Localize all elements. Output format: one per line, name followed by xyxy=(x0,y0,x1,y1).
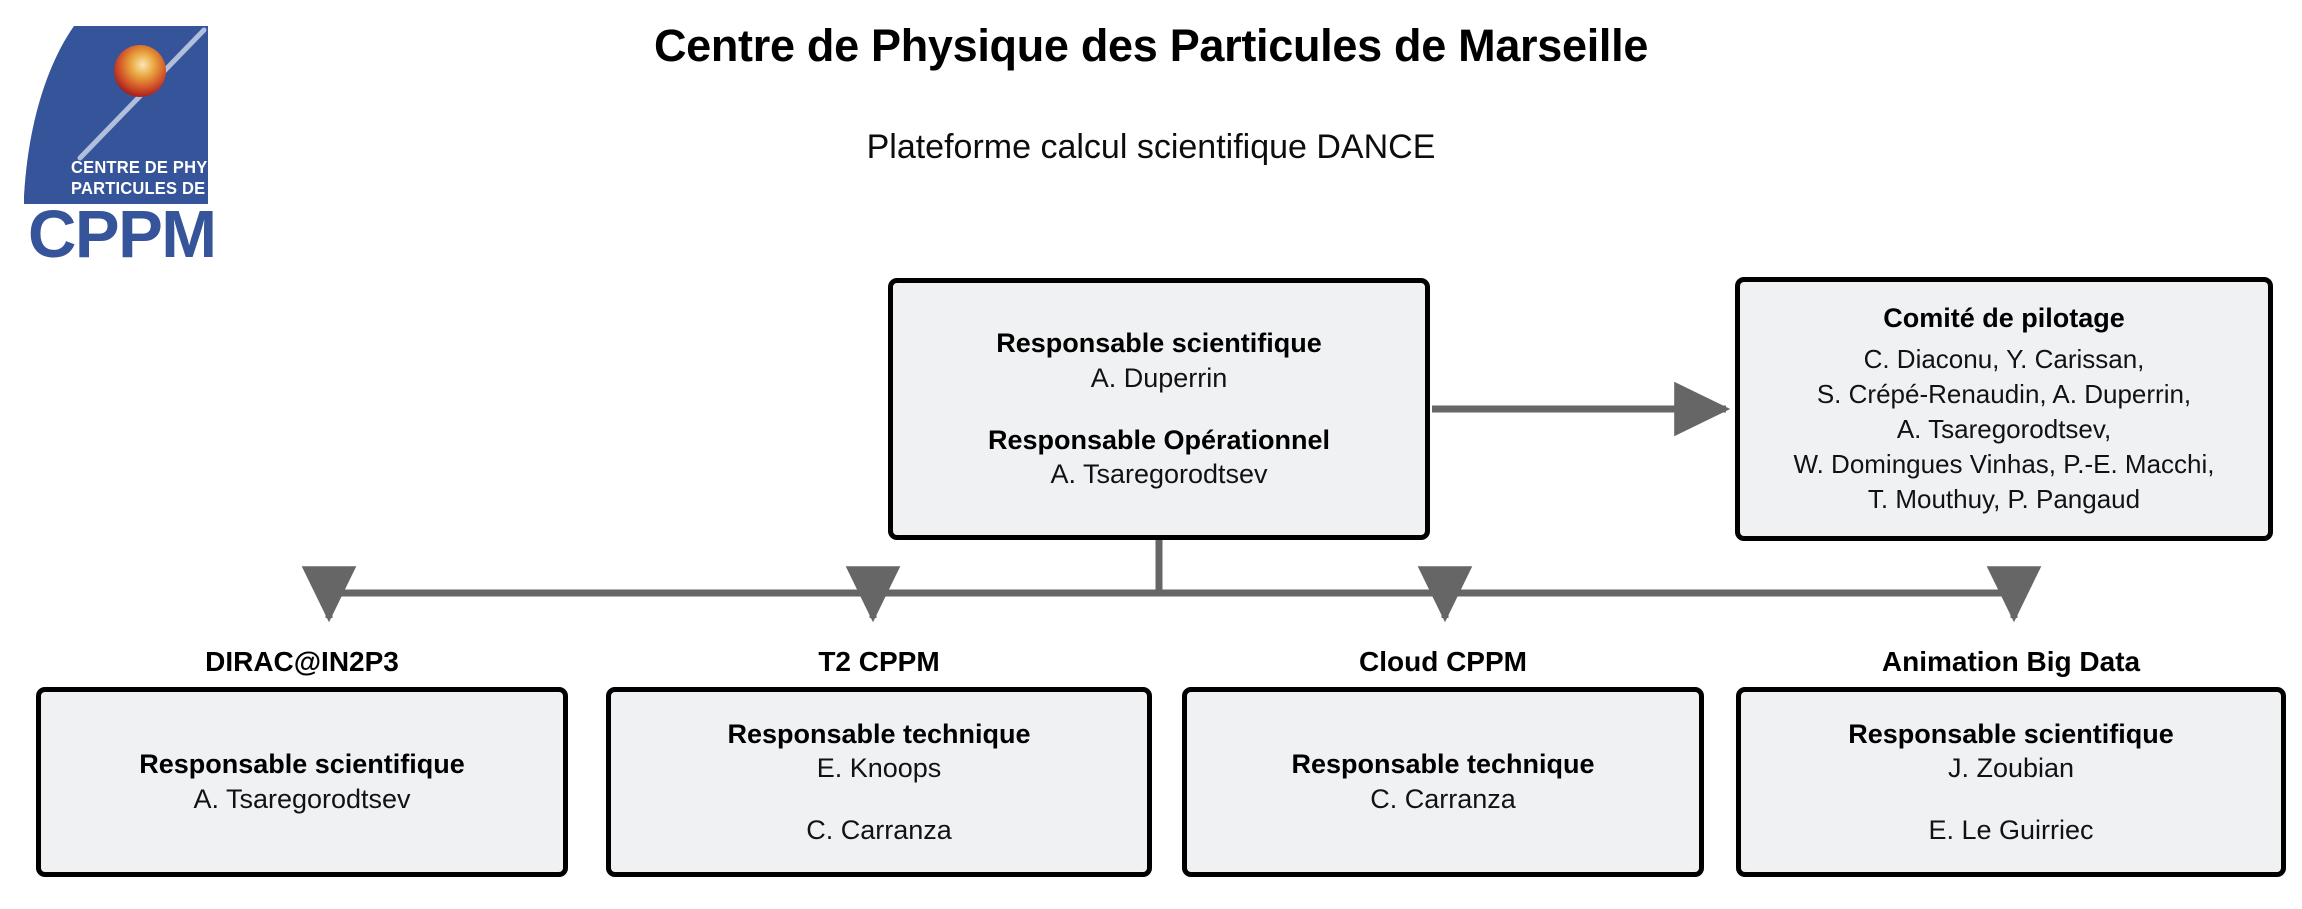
unit-column-bigdata: Animation Big Data Responsable scientifi… xyxy=(1736,645,2286,877)
committee-title: Comité de pilotage xyxy=(1883,302,2125,333)
unit-box-t2[interactable]: Responsable technique E. Knoops C. Carra… xyxy=(606,687,1152,877)
unit-role-t2: Responsable technique xyxy=(727,718,1031,749)
unit-column-dirac: DIRAC@IN2P3 Responsable scientifique A. … xyxy=(36,645,568,877)
unit-person-cloud: C. Carranza xyxy=(1370,784,1516,814)
committee-member-line: C. Diaconu, Y. Carissan, xyxy=(1863,343,2145,374)
page-subtitle: Plateforme calcul scientifique DANCE xyxy=(866,128,1436,166)
unit-label-cloud: Cloud CPPM xyxy=(1359,646,1527,677)
unit-column-t2: T2 CPPM Responsable technique E. Knoops … xyxy=(606,645,1152,877)
unit-box-cloud[interactable]: Responsable technique C. Carranza xyxy=(1182,687,1704,877)
steering-committee-box[interactable]: Comité de pilotage C. Diaconu, Y. Cariss… xyxy=(1735,277,2273,541)
central-person-operational: A. Tsaregorodtsev xyxy=(1050,459,1268,490)
central-role-scientific: Responsable scientifique xyxy=(996,328,1322,359)
page-title: Centre de Physique des Particules de Mar… xyxy=(653,20,1649,71)
unit-label-dirac: DIRAC@IN2P3 xyxy=(205,646,399,677)
unit-label-t2: T2 CPPM xyxy=(818,646,940,677)
committee-member-line: W. Domingues Vinhas, P.-E. Macchi, xyxy=(1793,448,2215,479)
logo-text-line2: PARTICULES DE MARSEILLE xyxy=(71,179,208,199)
unit-role-cloud: Responsable technique xyxy=(1291,749,1595,780)
unit-person-dirac: A. Tsaregorodtsev xyxy=(193,784,411,814)
unit-box-dirac[interactable]: Responsable scientifique A. Tsaregorodts… xyxy=(36,687,568,877)
committee-member-line: T. Mouthuy, P. Pangaud xyxy=(1867,483,2141,514)
logo-text-line1: CENTRE DE PHYSIQUE DES xyxy=(71,157,208,177)
committee-member-line: S. Crépé-Renaudin, A. Duperrin, xyxy=(1816,378,2192,409)
central-person-scientific: A. Duperrin xyxy=(1090,362,1228,393)
unit-person-t2: E. Knoops xyxy=(816,753,942,784)
logo-sphere xyxy=(114,45,166,97)
central-role-operational: Responsable Opérationnel xyxy=(987,424,1331,455)
unit-label-bigdata: Animation Big Data xyxy=(1881,646,2141,677)
central-management-box[interactable]: Responsable scientifique A. Duperrin Res… xyxy=(888,278,1430,540)
cppm-logo-mark: CENTRE DE PHYSIQUE DES PARTICULES DE MAR… xyxy=(24,26,208,204)
logo-wordmark: CPPM xyxy=(28,197,217,272)
cppm-logo: CENTRE DE PHYSIQUE DES PARTICULES DE MAR… xyxy=(18,18,217,278)
unit-person-extra-bigdata: E. Le Guirriec xyxy=(1928,814,2094,845)
committee-member-line: A. Tsaregorodtsev, xyxy=(1896,413,2112,444)
unit-role-dirac: Responsable scientifique xyxy=(139,749,465,780)
unit-person-bigdata: J. Zoubian xyxy=(1947,753,2075,784)
unit-column-cloud: Cloud CPPM Responsable technique C. Carr… xyxy=(1182,645,1704,877)
unit-role-bigdata: Responsable scientifique xyxy=(1848,718,2174,749)
unit-person-extra-t2: C. Carranza xyxy=(806,814,952,845)
unit-box-bigdata[interactable]: Responsable scientifique J. Zoubian E. L… xyxy=(1736,687,2286,877)
